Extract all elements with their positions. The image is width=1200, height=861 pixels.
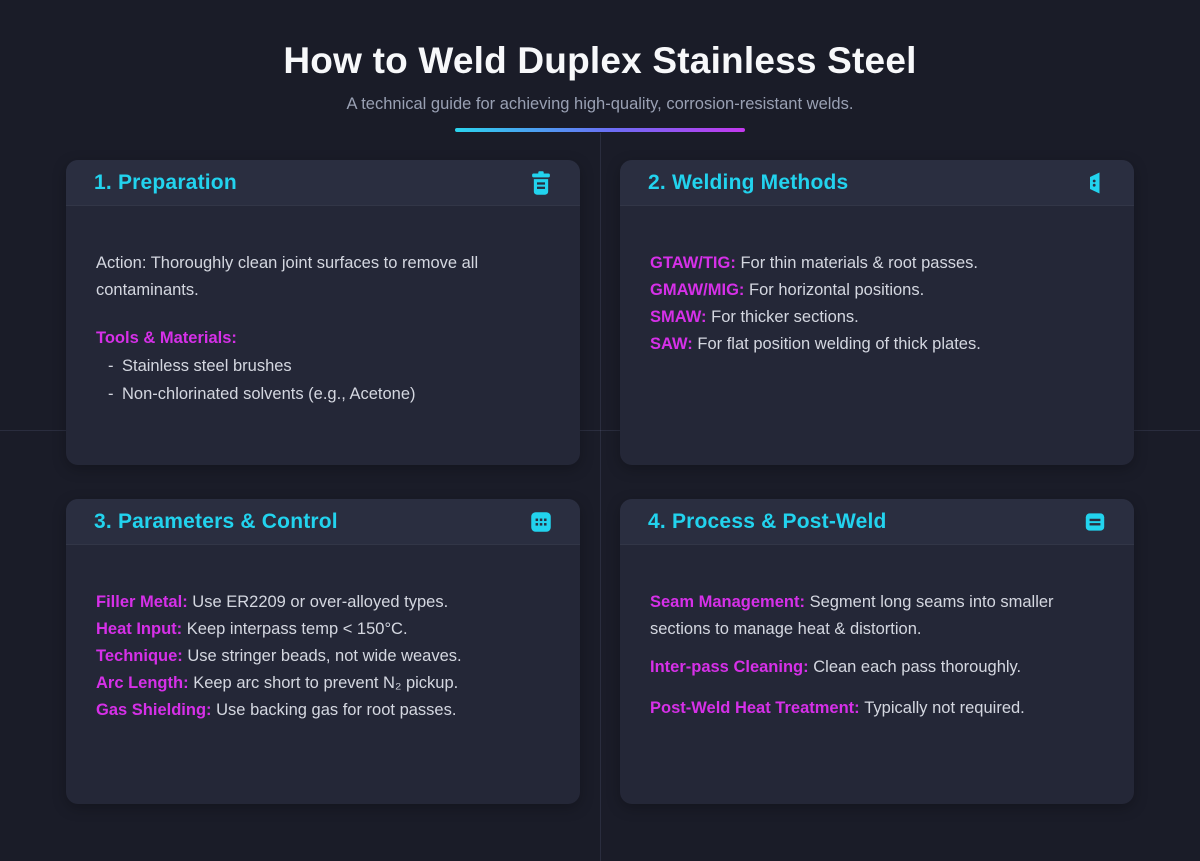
tools-list-item: Non-chlorinated solvents (e.g., Acetone) [96, 380, 550, 408]
parameter-line: Arc Length:Keep arc short to prevent N₂ … [96, 674, 459, 692]
welding-torch-icon [1084, 170, 1108, 196]
card-welding-methods: 2. Welding Methods GTAW/TIG:For thin mat… [620, 160, 1134, 465]
process-paragraph: Seam Management:Segment long seams into … [650, 593, 1054, 638]
card-process-postweld-body: Seam Management:Segment long seams into … [620, 545, 1134, 722]
card-process-postweld: 4. Process & Post-Weld Seam Management:S… [620, 499, 1134, 804]
card-welding-methods-header: 2. Welding Methods [620, 160, 1134, 206]
card-parameters-control: 3. Parameters & Control Filler Metal:Use… [66, 499, 580, 804]
tools-list-item: Stainless steel brushes [96, 352, 550, 380]
card-parameters-control-body: Filler Metal:Use ER2209 or over-alloyed … [66, 545, 580, 724]
method-line: GMAW/MIG:For horizontal positions. [650, 281, 925, 299]
keypad-icon [528, 509, 554, 535]
tools-materials-label: Tools & Materials: [96, 329, 237, 347]
card-process-postweld-header: 4. Process & Post-Weld [620, 499, 1134, 545]
vertical-divider [600, 133, 601, 861]
parameter-line: Filler Metal:Use ER2209 or over-alloyed … [96, 593, 449, 611]
method-line: GTAW/TIG:For thin materials & root passe… [650, 254, 978, 272]
card-process-postweld-title: 4. Process & Post-Weld [648, 509, 887, 533]
card-preparation-title: 1. Preparation [94, 170, 237, 194]
card-preparation-header: 1. Preparation [66, 160, 580, 206]
parameter-line: Heat Input:Keep interpass temp < 150°C. [96, 620, 408, 638]
page-title: How to Weld Duplex Stainless Steel [283, 40, 917, 81]
process-paragraph: Post-Weld Heat Treatment:Typically not r… [650, 699, 1025, 717]
process-paragraph: Inter-pass Cleaning:Clean each pass thor… [650, 658, 1022, 676]
card-parameters-control-header: 3. Parameters & Control [66, 499, 580, 545]
horizontal-divider [0, 430, 1200, 431]
card-welding-methods-title: 2. Welding Methods [648, 170, 849, 194]
page-subtitle: A technical guide for achieving high-qua… [346, 95, 854, 113]
list-icon [1082, 509, 1108, 535]
card-preparation: 1. Preparation Action: Thoroughly clean … [66, 160, 580, 465]
parameter-line: Technique:Use stringer beads, not wide w… [96, 647, 462, 665]
page-header: How to Weld Duplex Stainless Steel A tec… [0, 0, 1200, 132]
card-welding-methods-body: GTAW/TIG:For thin materials & root passe… [620, 206, 1134, 358]
trash-icon [528, 170, 554, 196]
action-text: Action: Thoroughly clean joint surfaces … [96, 254, 479, 299]
method-line: SAW:For flat position welding of thick p… [650, 335, 981, 353]
parameter-line: Gas Shielding:Use backing gas for root p… [96, 701, 457, 719]
card-parameters-control-title: 3. Parameters & Control [94, 509, 338, 533]
method-line: SMAW:For thicker sections. [650, 308, 859, 326]
card-preparation-body: Action: Thoroughly clean joint surfaces … [66, 206, 580, 408]
gradient-underline [455, 128, 745, 132]
cards-grid: 1. Preparation Action: Thoroughly clean … [66, 160, 1134, 804]
